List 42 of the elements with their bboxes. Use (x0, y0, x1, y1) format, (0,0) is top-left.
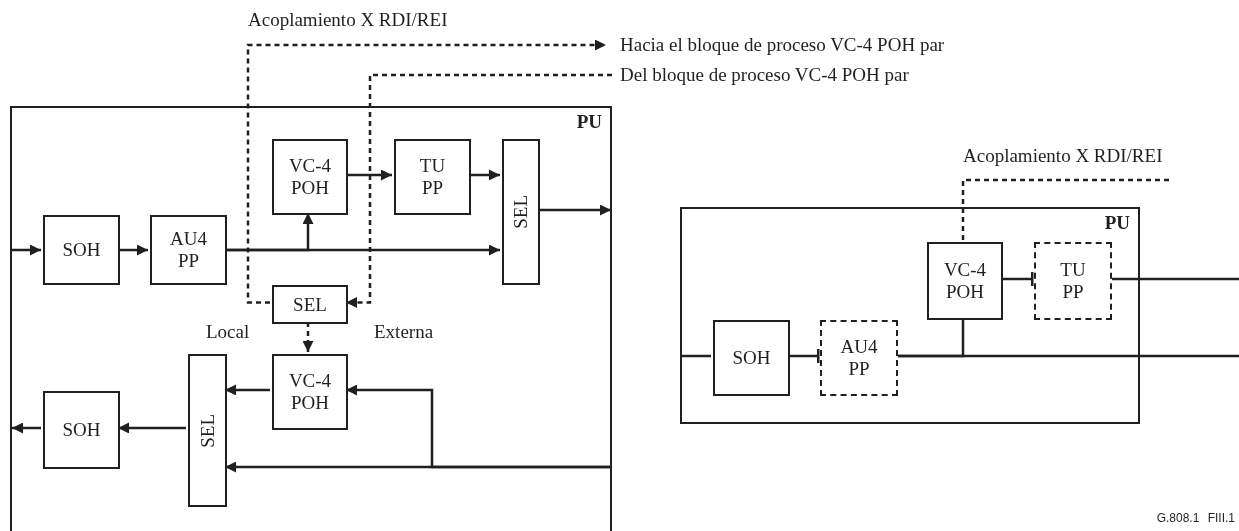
arrow (10, 244, 41, 256)
process-block (820, 320, 898, 396)
edge-label: Acoplamiento X RDI/REI (963, 144, 1163, 168)
note-text: Del bloque de proceso VC-4 POH par (612, 63, 909, 87)
block-label: SOH (62, 239, 101, 261)
dashed-arrow (246, 39, 606, 304)
process-block (150, 215, 227, 285)
port-label: Local (206, 321, 250, 343)
port-label: Externa (374, 321, 434, 343)
process-block (394, 139, 471, 215)
block-label: VC-4 POH (287, 370, 333, 414)
process-block (1034, 242, 1112, 320)
block-label: SOH (732, 347, 771, 369)
note-text: Hacia el bloque de proceso VC-4 POH par (606, 33, 945, 57)
block-label: TU PP (1059, 259, 1087, 303)
unit-label: PU (1104, 213, 1130, 234)
process-block (272, 354, 348, 430)
figure-caption: G.808.1 FIII.1 (1156, 511, 1235, 525)
block-label: SEL (196, 413, 219, 448)
unit-frame (10, 106, 612, 531)
edge-label: Acoplamiento X RDI/REI (248, 8, 448, 32)
process-block (713, 320, 790, 396)
selector-block (188, 354, 227, 507)
block-label: AU4 PP (169, 228, 208, 272)
process-block (272, 139, 348, 215)
dashed-arrow (302, 322, 314, 352)
block-label: VC-4 POH (287, 155, 333, 199)
block-label: TU PP (418, 155, 447, 199)
block-label: SOH (62, 419, 101, 441)
selector-block (502, 139, 540, 285)
block-label: SEL (293, 293, 327, 316)
connector-line (681, 354, 711, 358)
process-block (927, 242, 1003, 320)
arrow (12, 422, 41, 434)
block-label: VC-4 POH (942, 259, 988, 303)
block-label: SEL (510, 195, 532, 229)
unit-label: PU (576, 112, 602, 133)
process-block (43, 391, 120, 469)
dashed-line (961, 178, 1170, 240)
unit-frame (680, 207, 1140, 424)
process-block (43, 215, 120, 285)
block-label: AU4 PP (839, 336, 879, 380)
